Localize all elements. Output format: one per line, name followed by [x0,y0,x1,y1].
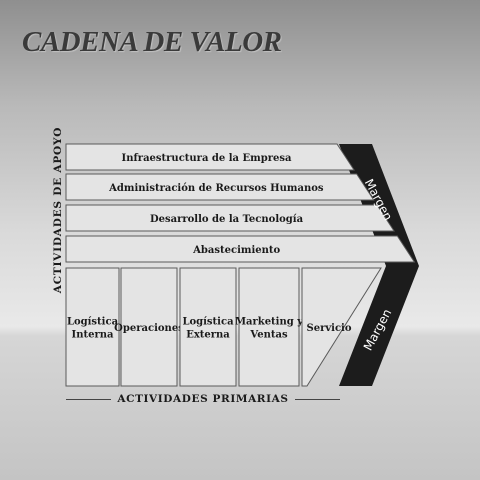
label-rule-left [66,398,112,400]
primary-activity-label: Externa [186,330,230,341]
support-activity-label: Administración de Recursos Humanos [108,183,324,194]
primary-activity-label: Logística [182,317,234,328]
support-activity-bar [65,204,395,232]
support-activity-bar [65,235,416,263]
primary-activity-label: Servicio [306,323,351,334]
primary-activity-box [179,267,237,387]
support-activity-label: Desarrollo de la Tecnología [150,214,304,225]
primary-activity-label: Interna [72,330,114,341]
primary-activities-text: ACTIVIDADES PRIMARIAS [117,393,289,405]
support-activity-label: Abastecimiento [192,245,280,256]
primary-activity-label: Operaciones [114,323,184,334]
primary-activity-label: Logística [67,317,119,328]
primary-activity-box [238,267,300,387]
support-activity-label: Infraestructura de la Empresa [122,153,292,164]
support-activity-bar [65,173,375,201]
support-activity-bar [65,143,355,171]
primary-activity-label: Marketing y [235,317,304,328]
primary-activity-label: Ventas [249,330,288,341]
primary-activities-label: ACTIVIDADES PRIMARIAS [66,392,340,406]
margin-arrow [339,144,419,386]
page-title: CADENA DE VALOR [22,26,282,58]
primary-activity-box [65,267,120,387]
primary-activity-box [301,267,382,387]
primary-activity-box [120,267,178,387]
label-rule-right [294,398,340,400]
